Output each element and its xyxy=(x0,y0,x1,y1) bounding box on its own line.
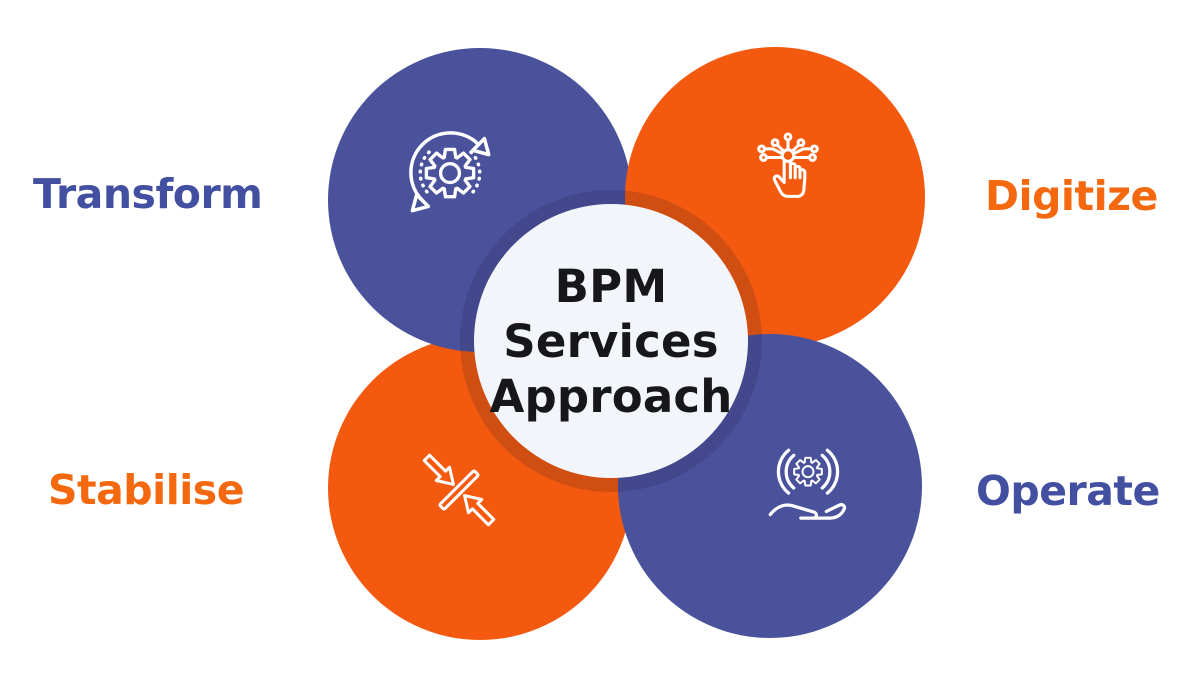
hand-holding-gear-icon xyxy=(768,448,847,520)
center-circle: BPM Services Approach xyxy=(474,204,748,478)
center-title-line-1: BPM xyxy=(554,259,668,313)
digitize-label: Digitize xyxy=(985,172,1158,220)
touch-digital-network-icon xyxy=(757,132,819,198)
converging-arrows-icon xyxy=(422,453,496,527)
process-cycle-gear-icon xyxy=(409,131,491,213)
center-title-line-2: Services xyxy=(503,314,719,368)
center-title-line-3: Approach xyxy=(489,369,733,423)
stabilise-label: Stabilise xyxy=(48,466,245,514)
operate-label: Operate xyxy=(976,467,1160,515)
transform-label: Transform xyxy=(33,170,263,218)
